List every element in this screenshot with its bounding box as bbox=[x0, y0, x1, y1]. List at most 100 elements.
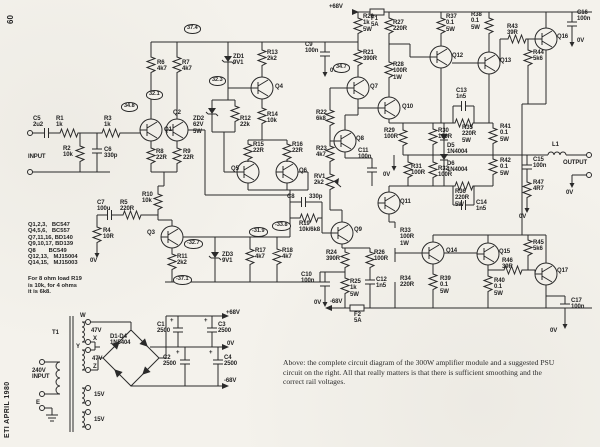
label-q1: Q1 bbox=[164, 127, 172, 133]
voltage-bubble-m37-1: -37.1 bbox=[173, 275, 192, 285]
psu-circuit bbox=[39, 313, 229, 432]
label-r37: R37 0.1 5W bbox=[446, 14, 457, 33]
label-earth-e: E bbox=[36, 400, 40, 406]
label-c3: C3 2500 bbox=[218, 322, 231, 335]
voltage-bubble-34-7: 34.7 bbox=[333, 63, 350, 73]
voltage-bubble-m31-9: -31.9 bbox=[249, 227, 268, 237]
label-r4: R4 10R bbox=[103, 228, 114, 241]
label-q14: Q14 bbox=[446, 248, 458, 254]
label-d5: D5 1N4004 bbox=[447, 143, 468, 156]
voltage-bubble-32-1: 32.1 bbox=[146, 90, 163, 100]
label-r26: R26 100R bbox=[374, 250, 388, 263]
label-r11: R11 2k2 bbox=[177, 254, 188, 267]
label-r34: R34 220R bbox=[400, 276, 414, 289]
label-r25: R25 1k 5W bbox=[350, 279, 361, 298]
label-t1: T1 bbox=[52, 330, 59, 336]
label-q16: Q16 bbox=[557, 34, 569, 40]
label-r5: R5 220R bbox=[120, 200, 134, 213]
label-r39: R39 0.1 5W bbox=[440, 276, 451, 295]
label-c4: C4 2500 bbox=[224, 355, 237, 368]
label-c14: C14 1n5 bbox=[476, 200, 487, 213]
label-r1: R1 1k bbox=[56, 116, 64, 129]
r19-note: For 8 ohm load R19 is 10k, for 4 ohms it… bbox=[28, 276, 82, 296]
label-c1: C1 2500 bbox=[157, 322, 170, 335]
label-0v-r4: 0V bbox=[90, 258, 98, 264]
figure-caption: Above: the complete circuit diagram of t… bbox=[283, 358, 555, 387]
label-zd1: ZD1 9V1 bbox=[233, 54, 245, 67]
label-q11: Q11 bbox=[400, 199, 411, 205]
transistor-table: Q1,2,3, BC547 Q4,5,6, BC557 Q7,11,16, BD… bbox=[28, 222, 78, 267]
label-240v-input: 240V INPUT bbox=[32, 368, 50, 381]
label-q5: Q5 bbox=[231, 166, 239, 172]
label-0v-output: 0V bbox=[566, 190, 574, 196]
label-r8: R8 22R bbox=[156, 149, 167, 162]
label-0v-c17: 0V bbox=[550, 328, 558, 334]
label-q13: Q13 bbox=[500, 58, 512, 64]
label-plus68v: +68V bbox=[329, 4, 343, 10]
magazine-title: ETI APRIL 1980 bbox=[4, 381, 11, 438]
label-r12: R12 22k bbox=[240, 116, 251, 129]
label-d6: D6 1N4004 bbox=[447, 161, 468, 174]
label-r31: R31 100R bbox=[411, 164, 425, 177]
label-r10: R10 10k bbox=[142, 192, 153, 205]
label-f1: F1 5A bbox=[371, 16, 379, 29]
label-c17: C17 100n bbox=[571, 298, 585, 311]
label-r13: R13 2k2 bbox=[267, 50, 278, 63]
label-c16: C16 100n bbox=[577, 10, 591, 23]
label-c3-plus: + bbox=[204, 318, 208, 324]
label-c7: C7 100u bbox=[97, 200, 111, 213]
voltage-bubble-32-3: 32.3 bbox=[209, 76, 226, 86]
label-c15: C15 100n bbox=[533, 157, 547, 170]
label-15v-2: 15V bbox=[94, 417, 105, 423]
label-c12: C12 1n5 bbox=[376, 277, 387, 290]
label-zd2: ZD2 62V 5W bbox=[193, 116, 205, 135]
label-0v-c10: 0V bbox=[314, 300, 322, 306]
amplifier-circuit bbox=[27, 8, 592, 330]
label-output: OUTPUT bbox=[563, 160, 588, 166]
label-q3: Q3 bbox=[147, 230, 155, 236]
label-15v-1: 15V bbox=[94, 392, 105, 398]
label-r44: R44 5k6 bbox=[533, 50, 544, 63]
label-r7: R7 4k7 bbox=[182, 60, 192, 73]
voltage-bubble-m33-8: -33.8 bbox=[272, 221, 291, 231]
label-q15: Q15 bbox=[499, 249, 511, 255]
label-r16: R16 22R bbox=[292, 142, 303, 155]
label-r38: R38 0.1 5W bbox=[471, 12, 482, 31]
label-r18: R18 4k7 bbox=[282, 248, 293, 261]
label-r45: R45 5k6 bbox=[533, 240, 544, 253]
label-tap-x: X bbox=[93, 336, 97, 342]
label-r30: R30 100R bbox=[438, 128, 452, 141]
label-q8: Q8 bbox=[356, 136, 364, 142]
label-zd3: ZD3 9V1 bbox=[222, 252, 234, 265]
label-r20: R20 1k 5W bbox=[363, 14, 374, 33]
label-r28: R28 100R 1W bbox=[393, 62, 407, 81]
voltage-bubble-37-4: 37.4 bbox=[184, 24, 201, 34]
label-0v-c16: 0V bbox=[577, 38, 585, 44]
label-r47: R47 4R7 bbox=[533, 180, 544, 193]
label-q7: Q7 bbox=[370, 84, 378, 90]
label-c1-plus: + bbox=[170, 318, 174, 324]
label-r40: R40 0.1 5W bbox=[494, 278, 505, 297]
label-c4-plus: + bbox=[209, 350, 213, 356]
label-r22: R22 6k8 bbox=[316, 110, 327, 123]
label-tap-y: Y bbox=[76, 344, 80, 350]
label-r9: R9 22R bbox=[183, 149, 194, 162]
label-c6: C6 330p bbox=[104, 147, 118, 160]
label-q2: Q2 bbox=[173, 110, 181, 116]
label-r27: R27 220R bbox=[393, 20, 407, 33]
label-r46: R46 39R bbox=[502, 258, 513, 271]
label-r6: R6 4k7 bbox=[157, 60, 167, 73]
label-r17: R17 4k7 bbox=[255, 248, 266, 261]
label-r21: R21 390R bbox=[363, 50, 377, 63]
label-f2: F2 5A bbox=[354, 312, 362, 325]
label-r33: R33 100R 1W bbox=[400, 228, 414, 247]
label-c10: C10 100n bbox=[301, 272, 315, 285]
label-r35: R35 220R 5W bbox=[462, 125, 476, 144]
label-r36: R36 220R 5W bbox=[455, 189, 469, 208]
label-0v-mid: 0V bbox=[383, 172, 391, 178]
label-r29: R29 100R bbox=[384, 128, 398, 141]
label-tap-z: Z bbox=[93, 364, 97, 370]
label-r19: R19 10k/6k8 bbox=[299, 221, 320, 234]
